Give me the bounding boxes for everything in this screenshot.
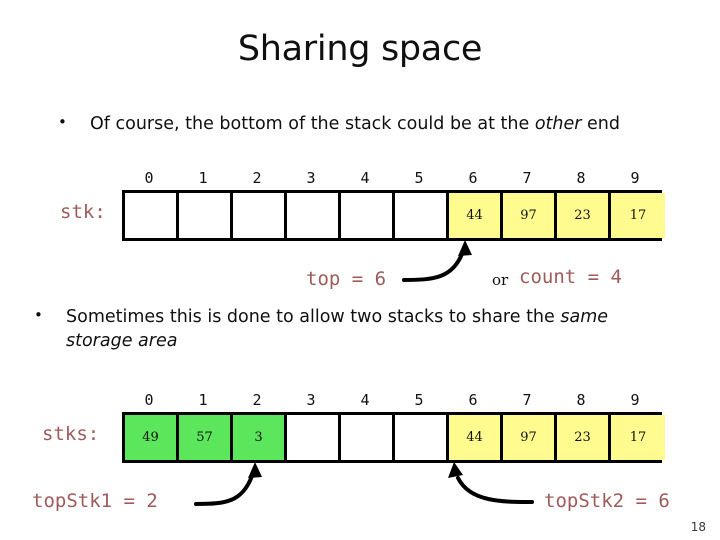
stk-index-0: 0 xyxy=(144,169,154,187)
topstk1-pointer-arrow-icon xyxy=(194,462,262,506)
stk-cell-8[interactable]: 23 xyxy=(557,193,611,238)
stk-cell-5[interactable] xyxy=(395,193,449,238)
stks-cell-7[interactable]: 97 xyxy=(503,415,557,460)
stk-index-7: 7 xyxy=(522,169,532,187)
bullet-text-1: Of course, the bottom of the stack could… xyxy=(90,112,678,136)
stks-cell-2[interactable]: 3 xyxy=(233,415,287,460)
stks-index-2: 2 xyxy=(252,391,262,409)
stk-index-3: 3 xyxy=(306,169,316,187)
stk-index-4: 4 xyxy=(360,169,370,187)
stk-index-1: 1 xyxy=(198,169,208,187)
stk-cell-6[interactable]: 44 xyxy=(449,193,503,238)
topstk2-pointer-arrow-icon xyxy=(448,462,534,504)
stks-index-1: 1 xyxy=(198,391,208,409)
stks-index-3: 3 xyxy=(306,391,316,409)
stks-cell-9[interactable]: 17 xyxy=(611,415,665,460)
bullet-2-text-italic: same storage area xyxy=(66,307,609,352)
page-number: 18 xyxy=(690,520,706,534)
bullet-2-text-before: Sometimes this is done to allow two stac… xyxy=(66,307,561,327)
stks-index-8: 8 xyxy=(576,391,586,409)
stks-cell-6[interactable]: 44 xyxy=(449,415,503,460)
stks-index-7: 7 xyxy=(522,391,532,409)
stks-cell-3[interactable] xyxy=(287,415,341,460)
top-equals-label: top = 6 xyxy=(306,268,387,290)
stks-array: stks: 0 1 2 3 4 5 6 7 8 9 49 57 3 44 97 … xyxy=(42,390,665,463)
top-pointer-arrow-icon xyxy=(402,240,472,282)
or-label: or xyxy=(492,271,509,289)
bullet-1-text-italic: other xyxy=(534,114,582,134)
stk-array: stk: 0 1 2 3 4 5 6 7 8 9 44 97 23 17 xyxy=(60,168,665,241)
stk-cell-3[interactable] xyxy=(287,193,341,238)
stk-index-6: 6 xyxy=(468,169,478,187)
count-equals-label: count = 4 xyxy=(519,266,622,288)
stks-cell-8[interactable]: 23 xyxy=(557,415,611,460)
page-title: Sharing space xyxy=(237,29,483,69)
stks-index-0: 0 xyxy=(144,391,154,409)
stks-array-cells: 49 57 3 44 97 23 17 xyxy=(122,412,665,463)
stk-cell-1[interactable] xyxy=(179,193,233,238)
bullet-1-text-after: end xyxy=(581,114,620,134)
stk-cell-4[interactable] xyxy=(341,193,395,238)
stks-array-label: stks: xyxy=(42,423,100,445)
stks-index-5: 5 xyxy=(414,391,424,409)
bullet-marker-icon-2: • xyxy=(34,306,43,324)
stk-cell-0[interactable] xyxy=(125,193,179,238)
stk-cell-9[interactable]: 17 xyxy=(611,193,665,238)
bullet-marker-icon: • xyxy=(58,113,67,131)
stks-cell-0[interactable]: 49 xyxy=(125,415,179,460)
stk-cell-2[interactable] xyxy=(233,193,287,238)
stks-cell-5[interactable] xyxy=(395,415,449,460)
stks-index-6: 6 xyxy=(468,391,478,409)
bullet-1-text-before: Of course, the bottom of the stack could… xyxy=(90,114,535,134)
stk-index-9: 9 xyxy=(630,169,640,187)
stk-index-5: 5 xyxy=(414,169,424,187)
bullet-text-2: Sometimes this is done to allow two stac… xyxy=(66,305,674,353)
bullet-item-2: • Sometimes this is done to allow two st… xyxy=(34,305,674,353)
stk-array-label: stk: xyxy=(60,201,106,223)
topstk2-label: topStk2 = 6 xyxy=(544,490,670,512)
stk-cell-7[interactable]: 97 xyxy=(503,193,557,238)
stks-cell-4[interactable] xyxy=(341,415,395,460)
topstk1-label: topStk1 = 2 xyxy=(32,490,158,512)
stks-cell-1[interactable]: 57 xyxy=(179,415,233,460)
stks-index-9: 9 xyxy=(630,391,640,409)
stk-index-8: 8 xyxy=(576,169,586,187)
stks-index-4: 4 xyxy=(360,391,370,409)
bullet-item-1: • Of course, the bottom of the stack cou… xyxy=(58,112,678,136)
stk-index-2: 2 xyxy=(252,169,262,187)
stk-array-cells: 44 97 23 17 xyxy=(122,190,665,241)
